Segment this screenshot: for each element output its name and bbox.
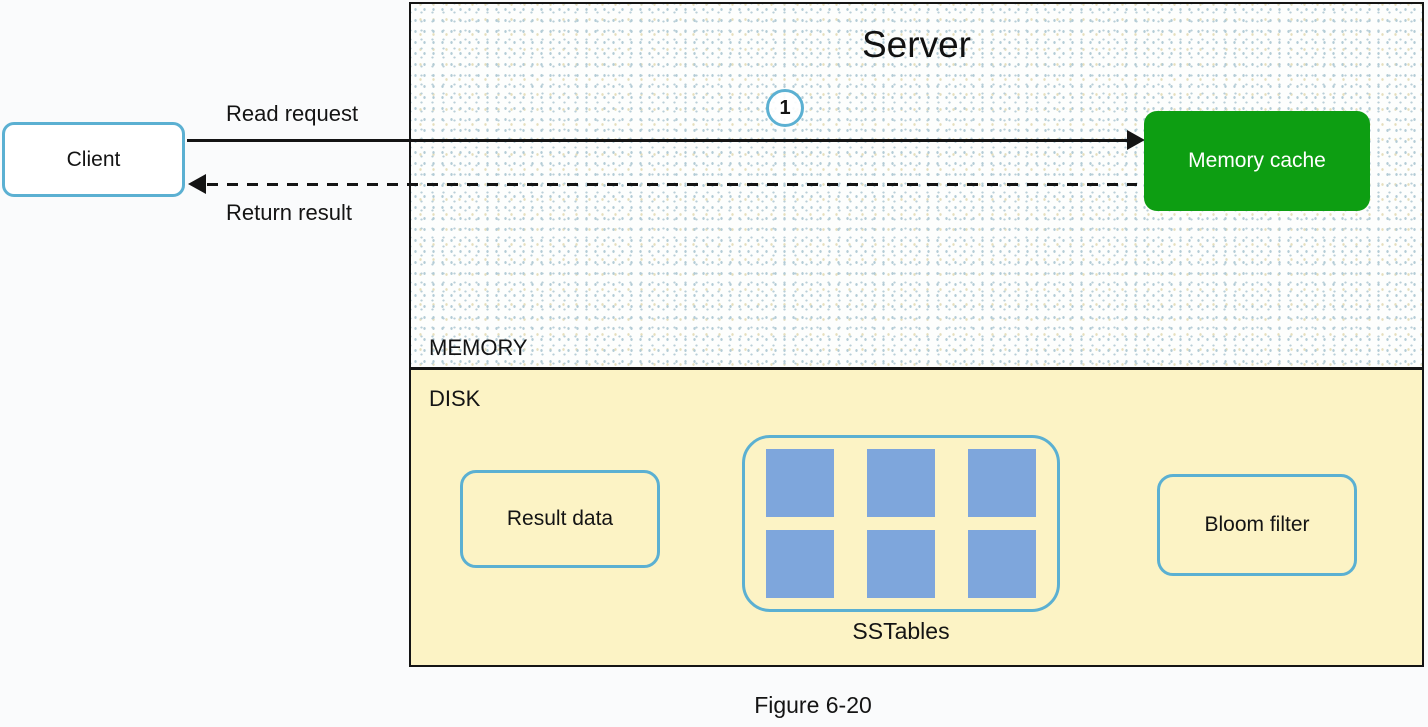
arrowhead-left-icon: [188, 174, 206, 194]
client-node: Client: [2, 122, 185, 197]
step-1-badge: 1: [766, 89, 804, 127]
memory-section: Server MEMORY: [411, 4, 1422, 370]
client-label: Client: [66, 147, 121, 171]
sstable-block: [766, 530, 834, 598]
result-data-label: Result data: [506, 507, 614, 530]
figure-caption: Figure 6-20: [754, 692, 872, 718]
sstable-block: [867, 449, 935, 517]
memory-cache-label: Memory cache: [1188, 149, 1326, 172]
read-request-label: Read request: [226, 101, 359, 126]
disk-section: DISK: [411, 370, 1422, 665]
arrowhead-right-icon: [1127, 130, 1145, 150]
sstables-node: [742, 435, 1060, 612]
memory-section-label: MEMORY: [429, 335, 528, 360]
sstable-block: [968, 530, 1036, 598]
sstable-block: [867, 530, 935, 598]
sstables-label: SSTables: [852, 618, 950, 644]
return-result-arrow: [207, 183, 1137, 186]
result-data-node: Result data: [460, 470, 660, 568]
bloom-filter-label: Bloom filter: [1204, 513, 1310, 536]
sstable-block: [968, 449, 1036, 517]
server-container: Server MEMORY DISK: [409, 2, 1424, 667]
return-result-label: Return result: [226, 200, 352, 225]
server-title: Server: [862, 24, 971, 65]
bloom-filter-node: Bloom filter: [1157, 474, 1357, 576]
read-request-arrow: [187, 139, 1129, 142]
memory-cache-node: Memory cache: [1144, 111, 1370, 211]
sstable-block: [766, 449, 834, 517]
disk-section-label: DISK: [429, 386, 481, 411]
step-1-number: 1: [779, 96, 791, 119]
